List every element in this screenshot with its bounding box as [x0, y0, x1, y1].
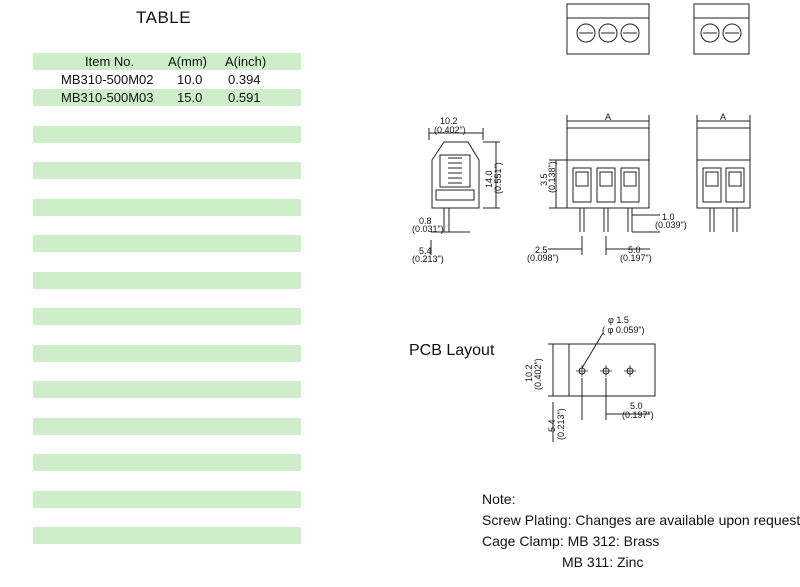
note-cage-clamp: Cage Clamp: MB 312: Brass: [482, 533, 660, 549]
dim-side-width-mm: 10.2: [440, 116, 458, 126]
dim-pitch-in: (0.197"): [620, 253, 652, 263]
table-title: TABLE: [136, 8, 192, 27]
top-view-2pole: [693, 3, 750, 55]
header-a-inch: A(inch): [225, 54, 267, 69]
cell-a-inch: 0.591: [228, 90, 261, 105]
cell-a-inch: 0.394: [228, 72, 261, 87]
dim-side2-a: A: [720, 112, 726, 122]
table-stripe: [33, 235, 301, 252]
table-stripe: [33, 53, 301, 70]
dim-body-height-mm: 3.5: [539, 173, 549, 186]
table-stripe: [33, 89, 301, 106]
pcb-layout-title: PCB Layout: [409, 342, 495, 359]
table-stripe: [33, 345, 301, 362]
pcb-hole-dia-in: ( φ 0.059"): [602, 325, 645, 335]
notes-heading: Note:: [482, 491, 516, 507]
cell-item-no: MB310-500M03: [61, 90, 154, 105]
pcb-pitch-in: (0.197"): [622, 410, 654, 420]
table-stripe: [33, 272, 301, 289]
dim-pin-offset-in: (0.213"): [412, 254, 444, 264]
note-screw-plating: Screw Plating: Changes are available upo…: [482, 512, 800, 528]
dim-pin-len-mm: 1.0: [662, 212, 675, 222]
dim-pin-thickness-mm: 0.8: [419, 216, 432, 226]
table-stripe: [33, 418, 301, 435]
top-view-3pole: [566, 3, 650, 55]
dim-edge-in: (0.098"): [527, 253, 559, 263]
cell-a-mm: 15.0: [177, 90, 203, 105]
dim-edge-mm: 2.5: [535, 245, 548, 255]
dim-body-height-in: (0.138"): [547, 161, 557, 193]
side-view: [428, 128, 500, 255]
table-stripe: [33, 199, 301, 216]
table-header-row: Item No. A(mm) A(inch): [33, 53, 301, 70]
dim-pin-thickness-in: (0.031"): [412, 224, 444, 234]
table-row: MB310-500M03 15.0 0.591: [33, 89, 301, 106]
notes-block: Note: Screw Plating: Changes are availab…: [482, 489, 800, 573]
pcb-offset-mm: 5.4: [547, 419, 557, 432]
pcb-pitch-mm: 5.0: [630, 401, 643, 411]
pcb-height-mm: 10.2: [524, 364, 534, 382]
cell-a-mm: 10.0: [177, 72, 203, 87]
dim-pin-len-in: (0.039"): [655, 220, 687, 230]
front-view-2pole: [696, 115, 751, 232]
header-a-mm: A(mm): [168, 54, 207, 69]
dim-side-height-in: (0.551"): [493, 162, 503, 194]
dim-side-height-mm: 14.0: [484, 170, 494, 188]
pcb-height-in: (0.402"): [533, 358, 543, 390]
table-stripe: [33, 491, 301, 508]
pcb-offset-in: (0.213"): [556, 408, 566, 440]
table-stripe: [33, 308, 301, 325]
header-item-no: Item No.: [85, 54, 135, 69]
pcb-hole-dia-mm: φ 1.5: [608, 315, 629, 325]
dim-front-a: A: [605, 112, 611, 122]
dim-pin-offset-mm: 5.4: [419, 246, 432, 256]
table-stripe: [33, 527, 301, 544]
pcb-layout-drawing: [548, 332, 656, 442]
table-row: MB310-500M02 10.0 0.394: [33, 71, 301, 88]
front-view-3pole: [548, 115, 660, 255]
dim-side-width-in: (0.402"): [434, 125, 466, 135]
dim-pitch-mm: 5.0: [628, 245, 641, 255]
table-stripe: [33, 381, 301, 398]
cell-item-no: MB310-500M02: [61, 72, 154, 87]
table-stripe: [33, 126, 301, 143]
table-stripe: [33, 454, 301, 471]
table-stripe: [33, 162, 301, 179]
note-cage-clamp-zinc: MB 311: Zinc: [562, 554, 644, 570]
